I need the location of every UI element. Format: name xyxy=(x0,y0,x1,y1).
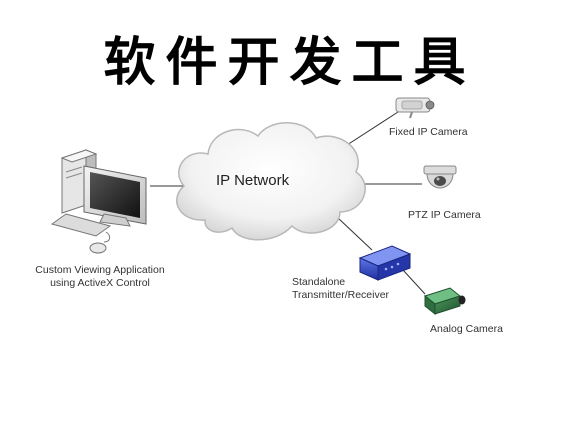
ip-network-cloud xyxy=(176,122,366,241)
analog-camera-icon xyxy=(423,287,466,316)
link-transmitter-analog xyxy=(402,269,426,295)
client-label: Custom Viewing Application using ActiveX… xyxy=(30,264,170,290)
analog-camera-label: Analog Camera xyxy=(430,323,503,335)
page-title: 软件开发工具 xyxy=(103,33,476,93)
client-label-line1: Custom Viewing Application xyxy=(35,264,165,276)
workstation-icon xyxy=(50,149,147,254)
ptz-camera-icon xyxy=(423,165,457,189)
transmitter-label-line1: Standalone xyxy=(292,276,346,288)
transmitter-label-line2: Transmitter/Receiver xyxy=(292,289,390,301)
fixed-camera-label: Fixed IP Camera xyxy=(389,126,468,138)
fixed-camera-icon xyxy=(395,97,435,119)
link-cloud-transmitter xyxy=(337,217,373,251)
ptz-camera-label: PTZ IP Camera xyxy=(408,209,481,221)
client-label-line2: using ActiveX Control xyxy=(50,277,150,289)
transmitter-label: Standalone Transmitter/Receiver xyxy=(292,276,389,302)
transmitter-icon xyxy=(358,245,412,281)
network-label: IP Network xyxy=(216,172,290,189)
